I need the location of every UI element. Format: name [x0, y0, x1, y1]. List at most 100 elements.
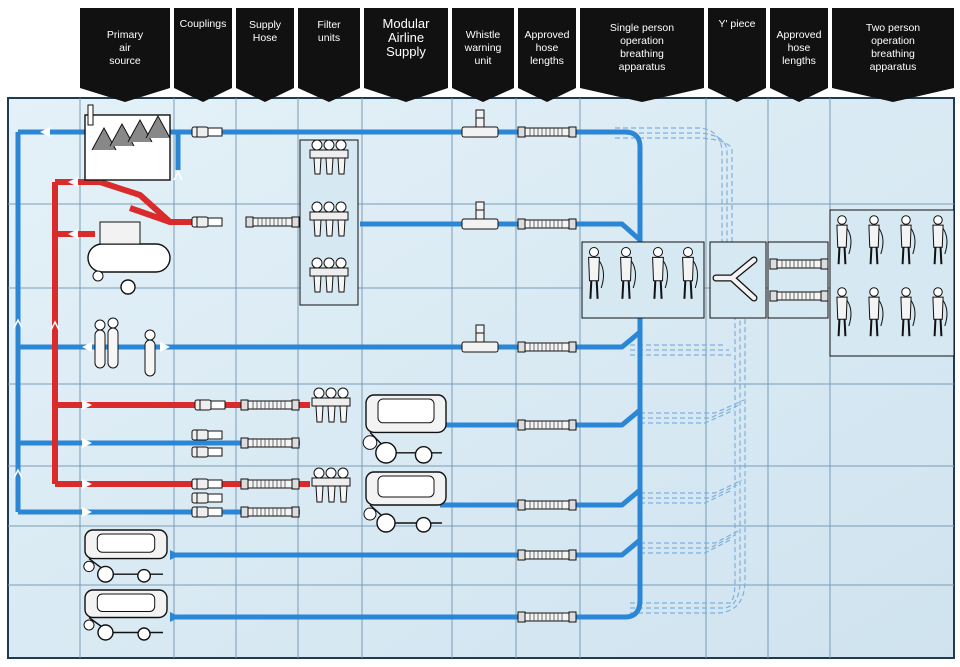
filter-gauge: [323, 201, 335, 213]
filter-bowl: [339, 405, 348, 423]
hose-body: [521, 500, 573, 510]
coupling-body: [191, 492, 209, 504]
coupling-icon: [194, 399, 226, 411]
up-chevron: [50, 320, 60, 331]
dashed-line: [640, 489, 733, 504]
header-approved-hose-lengths-2: Approved hose lengths: [770, 8, 828, 102]
operator-head: [933, 287, 943, 297]
header-arrow-shape: [708, 8, 766, 102]
operator-body: [620, 256, 632, 282]
header-arrow-shape: [80, 8, 170, 102]
operator-leg: [683, 280, 687, 299]
flow-arrow-left: [68, 229, 78, 239]
operator-head: [621, 247, 631, 257]
grid-background: [7, 97, 955, 659]
dashed-line: [640, 484, 738, 499]
operator-body: [836, 296, 848, 320]
operator-hose: [846, 228, 852, 255]
hose-end: [291, 478, 300, 490]
dashed-line: [615, 132, 728, 248]
breathing-apparatus-operator-icon: [868, 215, 884, 265]
flow-arrow-right: [170, 550, 180, 560]
filter-bowl: [325, 275, 334, 293]
hose-end: [517, 341, 526, 353]
header-arrow-shape: [580, 8, 704, 102]
trolley-wheel: [97, 624, 114, 641]
filter-bowl: [337, 157, 346, 175]
flow-arrow-left: [82, 342, 92, 352]
header-single-person-apparatus: Single person operation breathing appara…: [580, 8, 704, 102]
filter-gauge: [337, 467, 349, 479]
dashed-line: [640, 529, 741, 544]
operator-leg: [875, 319, 879, 337]
header-two-person-apparatus: Two person operation breathing apparatus: [832, 8, 954, 102]
hose-end: [291, 506, 300, 518]
hose-end: [820, 290, 829, 302]
hose-body: [773, 259, 825, 269]
hose-body: [244, 507, 296, 517]
filter-bowl: [313, 275, 322, 293]
header-arrow-shape: [298, 8, 360, 102]
operator-hose: [878, 300, 884, 327]
header-label: Approved hose lengths: [776, 28, 822, 67]
filter-gauge: [335, 139, 347, 151]
header-arrow-shape: [770, 8, 828, 102]
operator-body: [932, 224, 944, 248]
trolley-wheel: [83, 619, 95, 631]
compressor-tank: [87, 243, 171, 273]
hose-length-icon: [517, 218, 577, 230]
air-cylinder-icon: [144, 329, 156, 377]
hose-end: [291, 216, 300, 228]
filter-unit-icon: [311, 387, 351, 423]
flow-arrow-right: [82, 438, 92, 448]
hose-end: [517, 549, 526, 561]
hose-end: [820, 258, 829, 270]
filter-gauge: [313, 467, 325, 479]
trolley-panel: [377, 398, 435, 424]
up-chevron: [173, 170, 183, 181]
hose-length-icon: [517, 499, 577, 511]
header-supply-hose: Supply Hose: [236, 8, 294, 102]
hose-end: [568, 499, 577, 511]
modular-airline-trolley-icon: [362, 394, 447, 464]
filter-gauge: [323, 139, 335, 151]
dashed-line: [615, 137, 733, 248]
filter-unit-icon: [311, 467, 351, 503]
hose-end: [517, 499, 526, 511]
hose-length-icon: [245, 216, 300, 228]
up-chevron: [13, 468, 23, 479]
hose-body: [521, 342, 573, 352]
hose-length-icon: [517, 341, 577, 353]
operator-head: [869, 287, 879, 297]
filter-gauge: [335, 201, 347, 213]
filter-bowl: [327, 485, 336, 503]
hose-end: [517, 419, 526, 431]
operator-head: [837, 287, 847, 297]
filter-bowl: [315, 405, 324, 423]
header-couplings: Couplings: [174, 8, 232, 102]
hose-body: [244, 479, 296, 489]
filter-gauge: [311, 201, 323, 213]
trolley-wheel: [83, 560, 95, 573]
operator-leg: [621, 280, 625, 299]
hose-end: [291, 437, 300, 449]
flow-arrow-left: [40, 127, 50, 137]
hose-end: [769, 290, 778, 302]
operator-body: [682, 256, 694, 282]
dashed-line: [640, 534, 736, 549]
breathing-apparatus-operator-icon: [836, 215, 852, 265]
header-label: Modular Airline Supply: [382, 16, 430, 59]
flow-arrow-right: [82, 400, 92, 410]
air-compressor-icon: [87, 221, 171, 295]
compressor-wheel: [120, 279, 136, 295]
coupling-icon: [191, 216, 223, 228]
supply-line: [170, 538, 642, 558]
cylinder-gauge: [107, 317, 119, 329]
breathing-apparatus-operator-icon: [620, 247, 636, 299]
operator-head: [683, 247, 693, 257]
hose-length-icon: [240, 506, 300, 518]
dashed-return-lines: [615, 127, 746, 614]
supply-line: [18, 330, 642, 350]
